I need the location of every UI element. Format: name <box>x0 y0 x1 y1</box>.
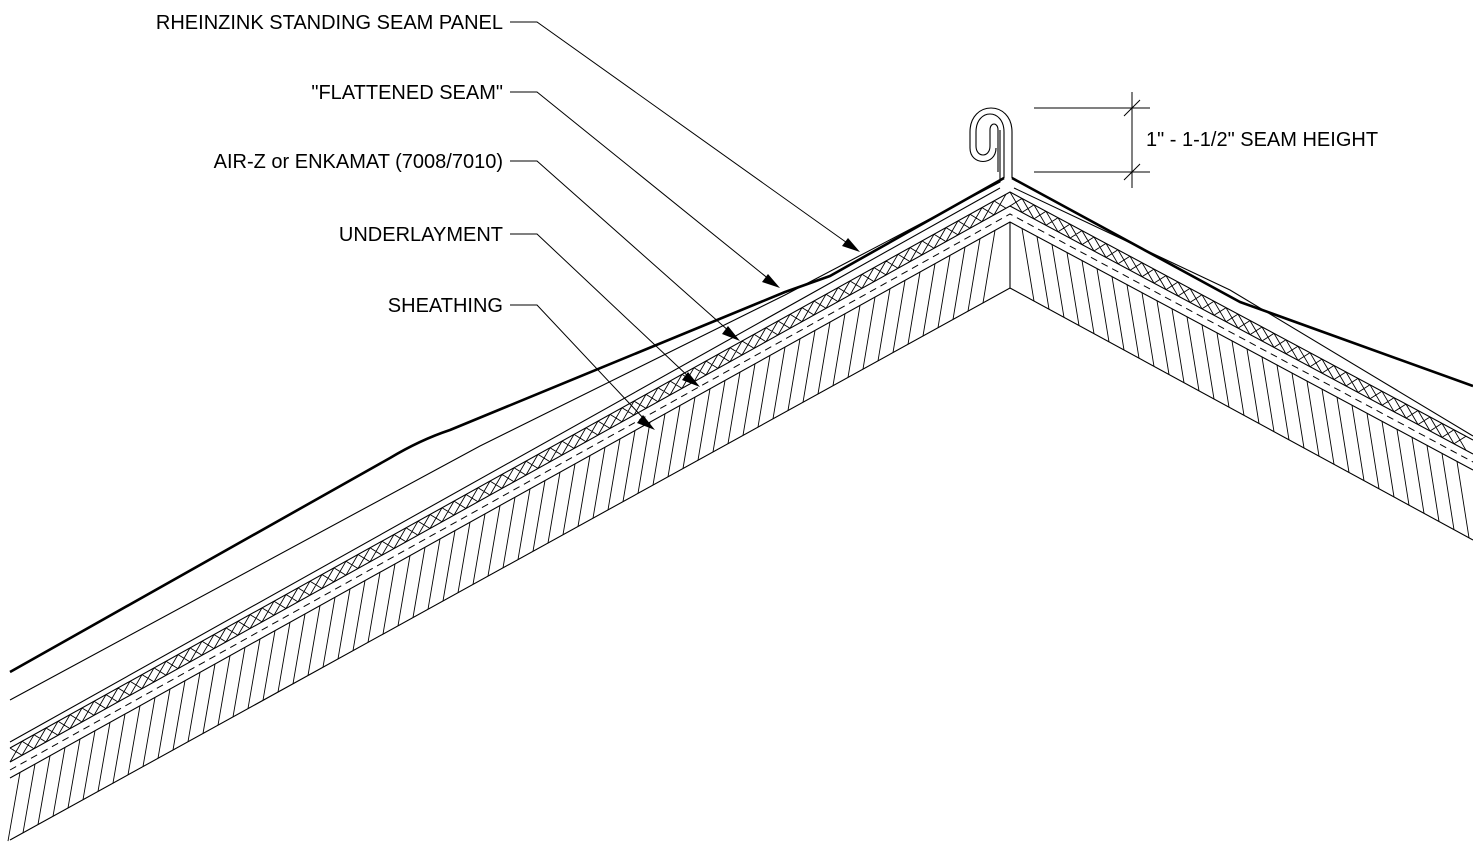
sheathing-hatch-lines <box>7 230 996 842</box>
mat-crosshatch-right <box>1009 191 1467 451</box>
flattened-seam-lines <box>9 130 1473 743</box>
sheathing-hatch-lines-right <box>1021 228 1470 538</box>
mat-crosshatch-lines <box>9 193 1007 763</box>
seam-height-dimension: 1" - 1-1/2" SEAM HEIGHT <box>1034 92 1378 188</box>
mat-crosshatch-left <box>9 193 1007 763</box>
callout-underlayment: UNDERLAYMENT <box>339 224 700 387</box>
air-z-label: AIR-Z or ENKAMAT (7008/7010) <box>214 151 503 173</box>
sheathing-label: SHEATHING <box>388 295 503 317</box>
callout-panel: RHEINZINK STANDING SEAM PANEL <box>156 12 860 252</box>
panel-label: RHEINZINK STANDING SEAM PANEL <box>156 12 503 34</box>
air-z-mat-layer <box>9 191 1473 763</box>
sheathing-hatch-right <box>1021 228 1470 538</box>
callout-air-z: AIR-Z or ENKAMAT (7008/7010) <box>214 151 740 341</box>
rheinzink-panel <box>9 107 1473 674</box>
underlayment-layer <box>9 205 1473 771</box>
underlayment-label: UNDERLAYMENT <box>339 224 503 246</box>
callout-sheathing: SHEATHING <box>388 295 655 430</box>
flattened-seam-label: "FLATTENED SEAM" <box>311 82 503 104</box>
callout-flattened-seam: "FLATTENED SEAM" <box>311 82 780 288</box>
sheathing-layer <box>7 221 1473 842</box>
seam-height-label: 1" - 1-1/2" SEAM HEIGHT <box>1146 129 1378 151</box>
mat-crosshatch-lines <box>1009 191 1467 451</box>
sheathing-hatch-left <box>7 230 996 842</box>
